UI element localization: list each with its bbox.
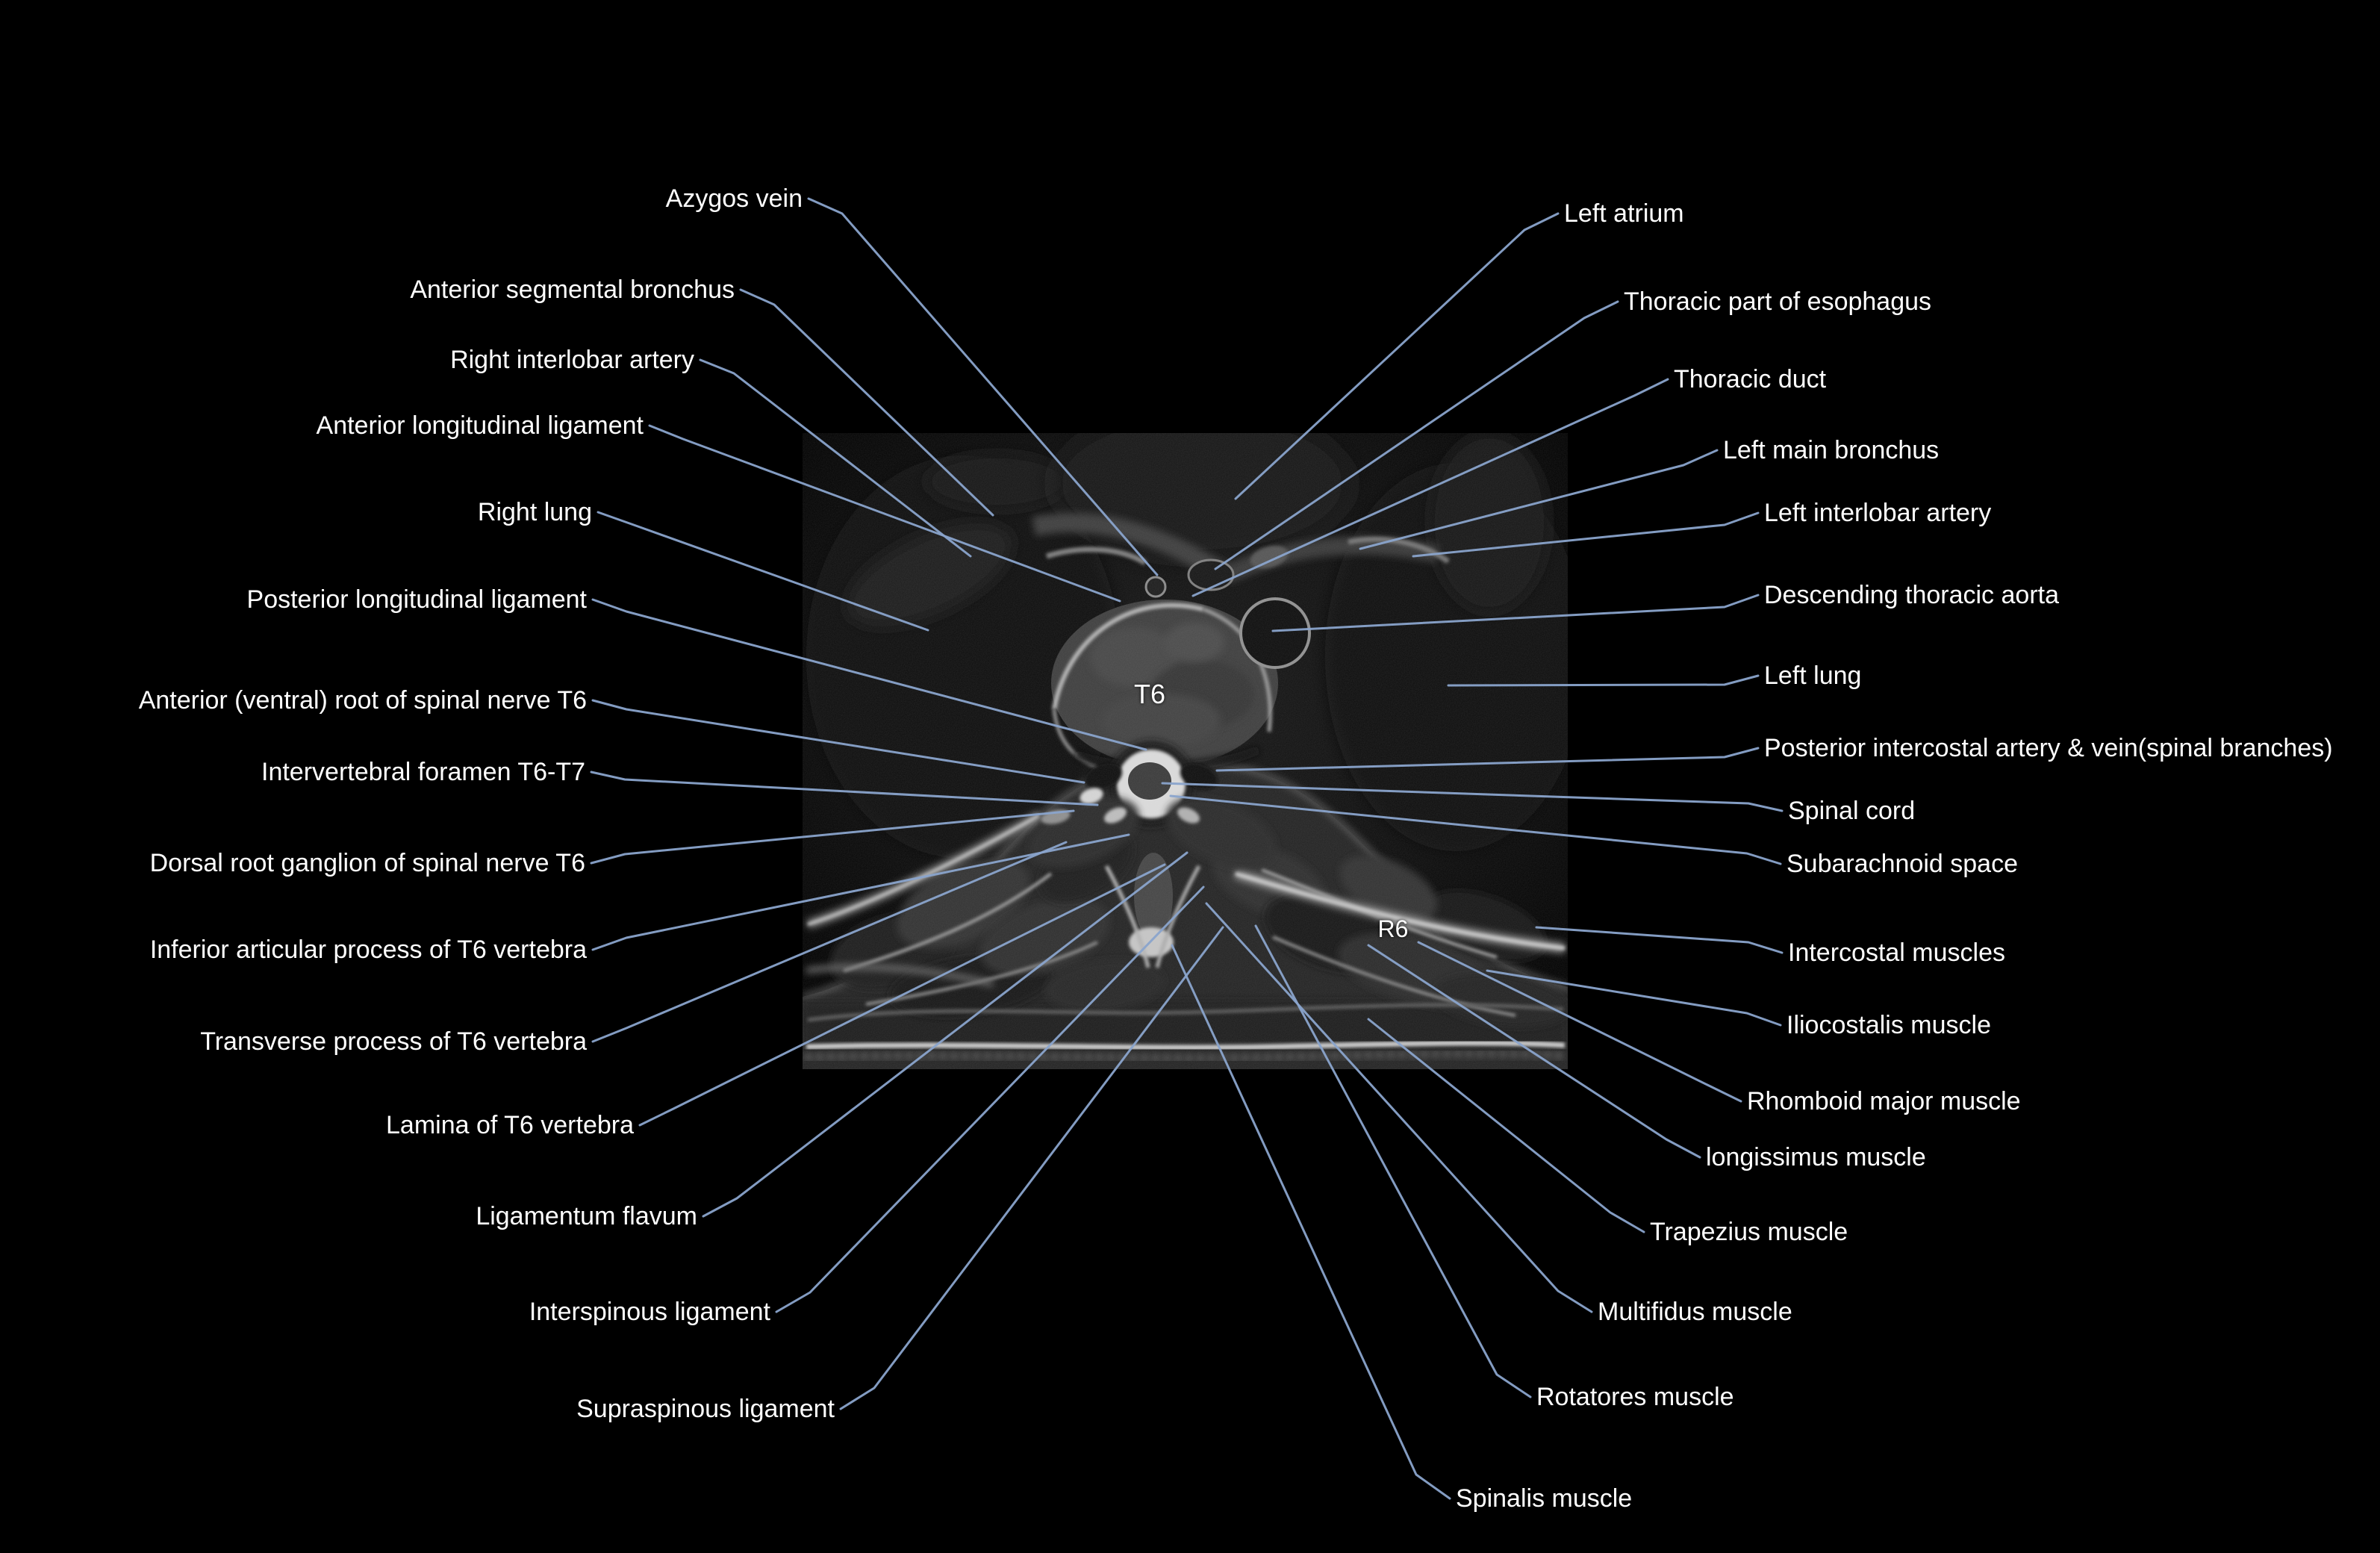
- leader-line-thoracic-esophagus: [1214, 300, 1619, 570]
- leader-line-azygos-vein: [807, 197, 1159, 576]
- leader-line-left-lung: [1447, 674, 1760, 687]
- leader-line-interspinous-ligament: [775, 886, 1205, 1313]
- leader-line-spinalis-muscle: [1171, 944, 1451, 1500]
- leader-line-posterior-intercostal-artery-vein: [1215, 747, 1760, 772]
- leader-line-anterior-longitudinal-ligament: [648, 424, 1121, 603]
- leader-line-right-lung: [596, 511, 929, 632]
- leader-line-intercostal-muscles: [1535, 926, 1784, 954]
- leader-line-left-interlobar-artery: [1412, 511, 1760, 558]
- leader-line-iliocostalis-muscle: [1486, 969, 1782, 1027]
- leader-line-spinal-cord: [1161, 782, 1784, 812]
- leader-line-left-atrium: [1234, 212, 1560, 500]
- leader-line-trapezius-muscle: [1367, 1018, 1645, 1233]
- leader-line-left-main-bronchus: [1359, 449, 1719, 550]
- leader-line-transverse-process-t6: [591, 841, 1068, 1043]
- leader-line-subarachnoid-space: [1169, 794, 1782, 865]
- leader-line-longissimus-muscle: [1367, 944, 1701, 1159]
- leader-line-rotatores-muscle: [1254, 924, 1532, 1398]
- leader-line-posterior-longitudinal-ligament: [591, 598, 1147, 751]
- leader-line-anterior-segmental-bronchus: [739, 288, 994, 517]
- leader-line-lamina-t6: [638, 863, 1166, 1127]
- leader-line-descending-thoracic-aorta: [1271, 594, 1760, 632]
- leader-line-intervertebral-foramen-t6-t7: [590, 771, 1099, 806]
- leader-line-supraspinous-ligament: [839, 926, 1224, 1410]
- leader-line-ligamentum-flavum: [702, 851, 1189, 1218]
- leader-line-thoracic-duct: [1191, 378, 1669, 597]
- leader-line-multifidus-muscle: [1205, 902, 1593, 1313]
- leader-line-anterior-ventral-root-t6: [591, 699, 1085, 784]
- leader-line-rhomboid-major-muscle: [1417, 941, 1742, 1103]
- leader-line-right-interlobar-artery: [699, 358, 972, 558]
- leader-line-dorsal-root-ganglion-t6: [590, 809, 1075, 865]
- leader-line-inferior-articular-process-t6: [591, 833, 1130, 951]
